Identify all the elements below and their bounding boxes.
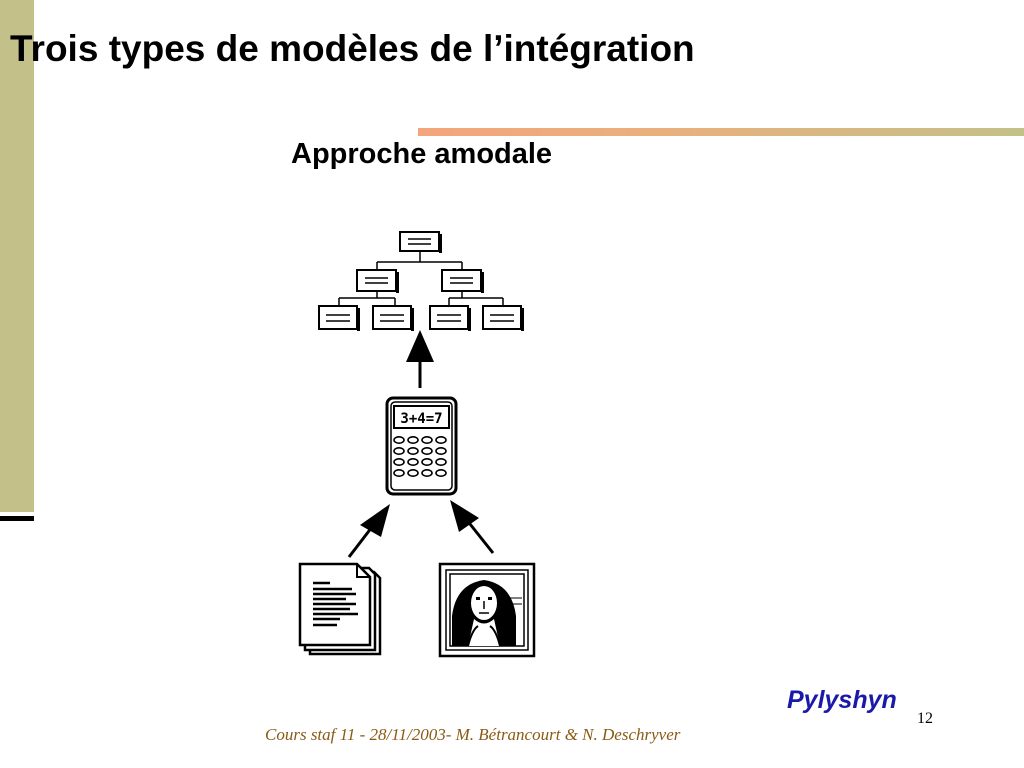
calculator-icon bbox=[385, 396, 458, 496]
hierarchy-tree-icon bbox=[318, 231, 524, 331]
side-bar bbox=[0, 0, 34, 512]
slide-footer: Cours staf 11 - 28/11/2003- M. Bétrancou… bbox=[265, 725, 681, 744]
text-document-icon bbox=[298, 562, 382, 656]
slide-title: Trois types de modèles de l’intégration bbox=[10, 28, 695, 69]
arrow-from-document bbox=[347, 504, 390, 558]
author-credit: Pylyshyn bbox=[787, 686, 897, 714]
arrow-to-tree bbox=[406, 330, 434, 388]
page-number: 12 bbox=[917, 710, 933, 727]
slide-subtitle: Approche amodale bbox=[291, 138, 553, 170]
side-bar-end bbox=[0, 516, 34, 521]
arrow-from-image bbox=[450, 500, 495, 554]
accent-line bbox=[418, 128, 1024, 136]
calculator-display: 3+4=7 bbox=[400, 411, 442, 427]
portrait-image-icon bbox=[438, 562, 536, 658]
